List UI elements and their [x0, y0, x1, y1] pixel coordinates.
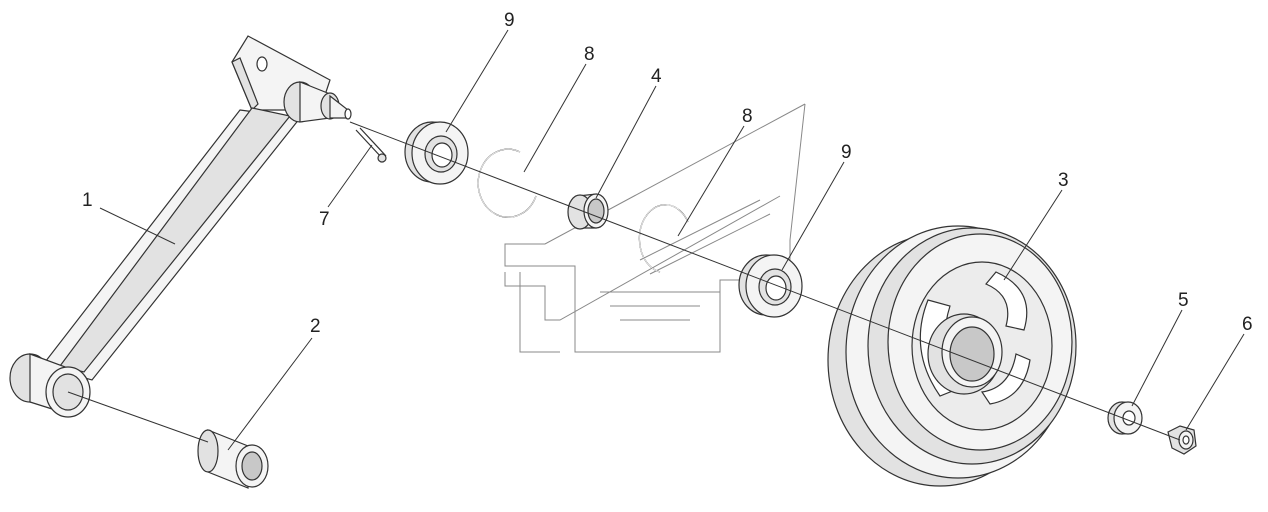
label-cotter-pin: 7 — [319, 209, 330, 230]
assembly-axis-lines — [67, 121, 1181, 443]
label-bearing-left: 9 — [504, 10, 515, 31]
cotter-pin-part — [355, 127, 387, 163]
label-circlip-right: 8 — [742, 106, 753, 127]
spacer-part — [567, 193, 609, 230]
label-washer: 5 — [1178, 290, 1189, 311]
callout-labels: 1 2 3 4 5 6 7 8 8 9 9 — [82, 10, 1253, 337]
label-spacer: 4 — [651, 66, 662, 87]
arm-part — [9, 35, 352, 418]
label-bearing-right: 9 — [841, 142, 852, 163]
washer-part — [1107, 401, 1143, 435]
label-nut: 6 — [1242, 314, 1253, 335]
nut-part — [1167, 425, 1197, 455]
label-arm: 1 — [82, 190, 93, 211]
bearing-left-part — [404, 121, 469, 185]
bushing-part — [197, 429, 269, 489]
circlip-left-part — [477, 148, 537, 218]
bearing-right-part — [738, 254, 803, 318]
pulley-part — [827, 225, 1077, 487]
circlip-right-part — [638, 204, 689, 273]
label-circlip-left: 8 — [584, 44, 595, 65]
leader-lines — [99, 29, 1245, 451]
label-bushing: 2 — [310, 316, 321, 337]
label-pulley: 3 — [1058, 170, 1069, 191]
